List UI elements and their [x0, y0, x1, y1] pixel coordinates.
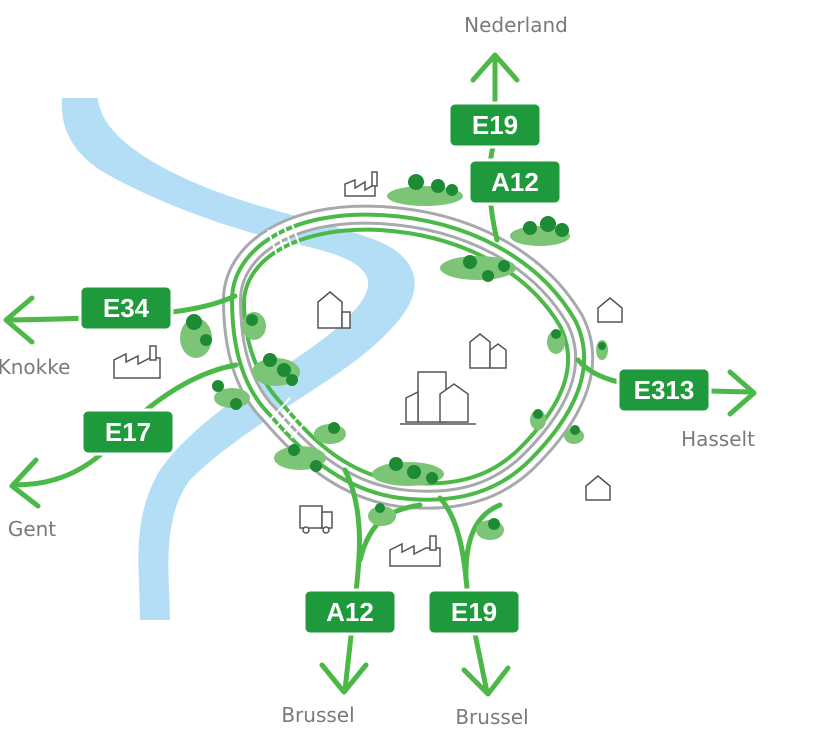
tree-cluster-icon [274, 444, 326, 472]
arrow-west-e17-icon [9, 457, 41, 509]
shield-e17: E17 [80, 408, 176, 456]
tunnel-south [269, 397, 312, 439]
factory-icon [113, 345, 161, 379]
destination-brussel-e19: Brussel [455, 705, 528, 729]
shield-e34-label: E34 [103, 293, 150, 323]
house-icon [469, 333, 507, 369]
shield-e19-north: E19 [447, 101, 543, 149]
ring-road-green-outer [229, 212, 587, 502]
arrow-south-a12-icon [319, 662, 369, 695]
tree-cluster-icon [510, 216, 570, 246]
shield-a12-south-label: A12 [326, 597, 374, 627]
shield-a12-north: A12 [467, 158, 563, 206]
truck-icon [299, 505, 333, 534]
tree-cluster-icon [596, 340, 608, 360]
tree-cluster-icon [368, 503, 396, 526]
tree-cluster-icon [314, 422, 346, 444]
arrow-south-e19-icon [461, 665, 511, 697]
shield-a12-north-label: A12 [491, 167, 539, 197]
destination-knokke: Knokke [0, 355, 70, 379]
tree-cluster-icon [476, 518, 504, 540]
arrow-west-e34-icon [3, 295, 35, 345]
arrow-east-icon [727, 369, 757, 417]
house-icon [597, 297, 623, 323]
tree-cluster-icon [440, 255, 516, 282]
shield-e313: E313 [616, 366, 712, 414]
shield-e19-south-label: E19 [451, 597, 497, 627]
tree-cluster-icon [547, 329, 565, 354]
tree-cluster-icon [212, 380, 250, 410]
tree-cluster-icon [252, 353, 300, 386]
destination-nederland: Nederland [464, 13, 568, 37]
arrow-north-icon [470, 52, 520, 83]
house-icon [585, 475, 611, 501]
factory-icon [344, 171, 378, 197]
river [61, 98, 415, 620]
house-icon [317, 291, 351, 329]
tunnel-north [267, 223, 303, 259]
tree-cluster-icon [372, 457, 444, 486]
road-a12-south [342, 467, 362, 693]
shield-e19-south: E19 [426, 588, 522, 636]
tree-cluster-icon [564, 425, 584, 444]
factory-icon [389, 535, 441, 567]
destination-gent: Gent [8, 517, 56, 541]
road-north [486, 57, 500, 243]
tree-cluster-icon [242, 312, 266, 340]
city-buildings-icon [400, 371, 476, 425]
shield-a12-south: A12 [302, 588, 398, 636]
road-e19-south-branch [463, 502, 503, 583]
tree-cluster-icon [180, 314, 212, 358]
shield-e313-label: E313 [634, 375, 695, 405]
shield-e19-north-label: E19 [472, 110, 518, 140]
ring-road-green-inner [241, 227, 571, 486]
destination-brussel-a12: Brussel [281, 703, 354, 727]
shield-e17-label: E17 [105, 417, 151, 447]
tree-cluster-icon [387, 174, 463, 206]
shield-e34: E34 [78, 284, 174, 332]
tree-cluster-icon [530, 409, 546, 430]
destination-hasselt: Hasselt [681, 427, 755, 451]
